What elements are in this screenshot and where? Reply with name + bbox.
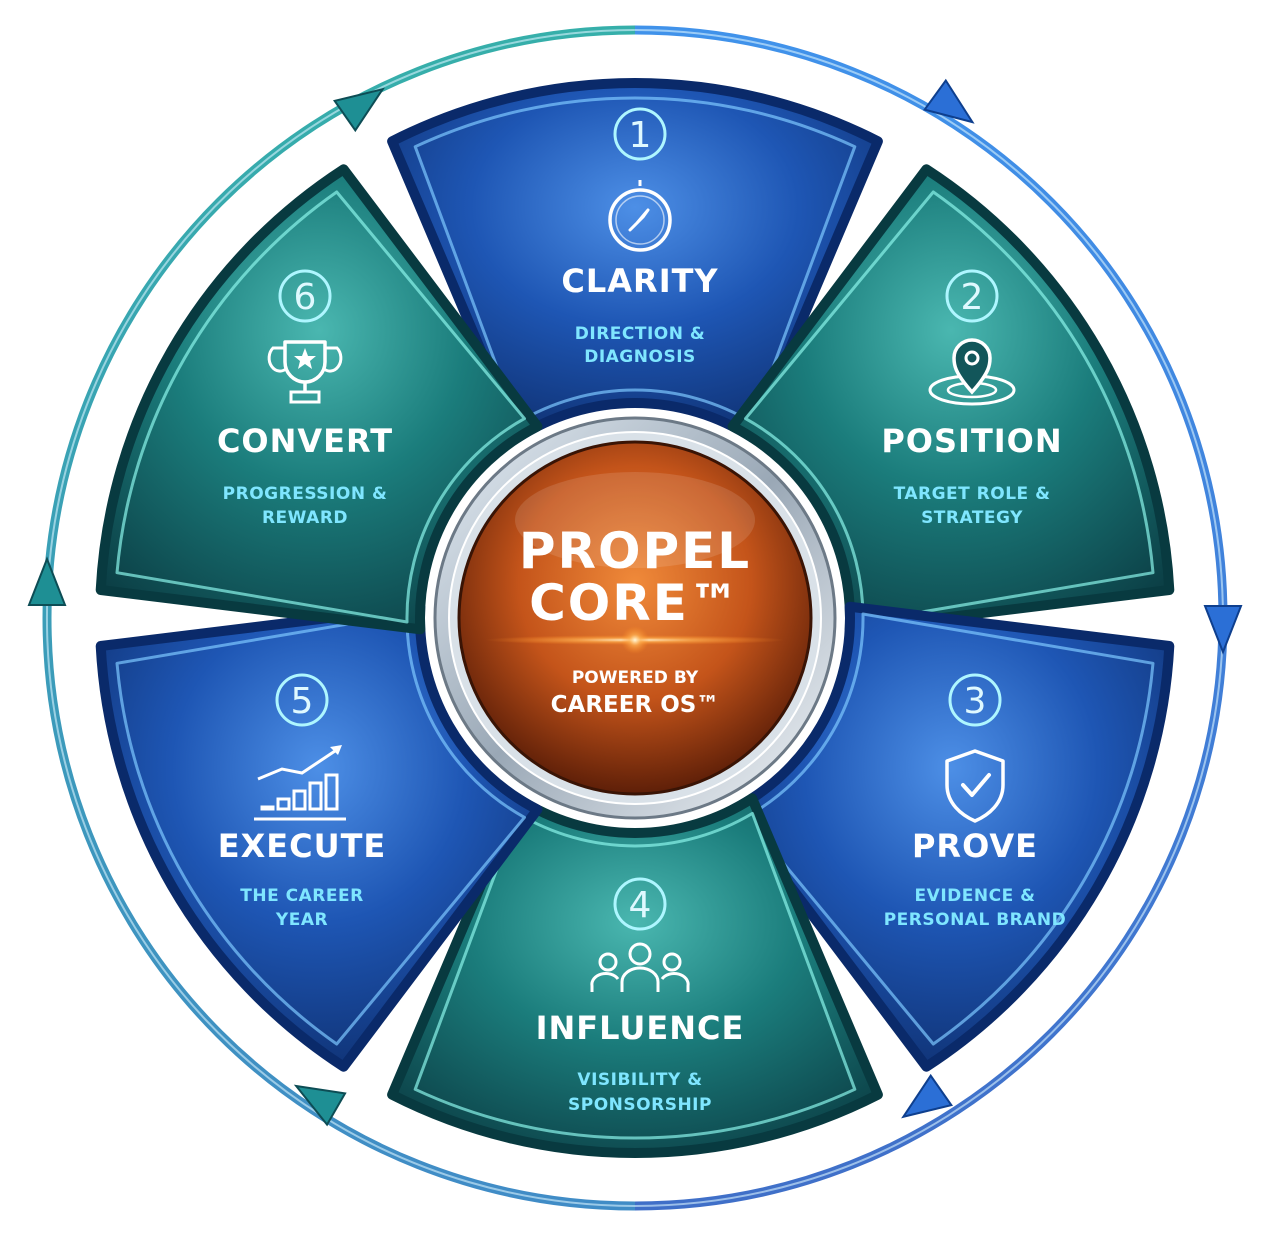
segment-shape (387, 793, 883, 1158)
segment-glow (744, 612, 1155, 1046)
segment-title: CONVERT (217, 422, 393, 460)
segment-glow (115, 190, 526, 624)
segment-subtitle-line2: SPONSORSHIP (568, 1095, 712, 1115)
segment-subtitle-line1: PROGRESSION & (223, 484, 388, 504)
segment-shape (727, 164, 1175, 635)
segment-subtitle-line1: TARGET ROLE & (894, 484, 1051, 504)
step-number: 6 (294, 277, 317, 318)
segment-glow (413, 811, 857, 1140)
segment-title: PROVE (912, 827, 1038, 865)
step-number: 5 (291, 681, 314, 722)
step-number: 3 (964, 681, 987, 722)
cycle-arrow-icon (1203, 605, 1243, 655)
step-number-badge (275, 673, 329, 727)
core-title-line1: PROPEL (519, 522, 751, 580)
segment-shape (387, 78, 883, 443)
step-number-badge (948, 673, 1002, 727)
step-number: 2 (961, 277, 984, 318)
trophy-icon (267, 340, 343, 404)
cycle-arrow-icon (901, 1073, 954, 1119)
segment-title: POSITION (881, 422, 1062, 460)
cycle-ring (27, 25, 1243, 1211)
cycle-arrow-icon (27, 556, 67, 606)
segment-subtitle-line2: PERSONAL BRAND (884, 910, 1067, 930)
segment-subtitle-line1: DIRECTION & (575, 324, 705, 344)
segment-subtitle-line2: YEAR (275, 910, 328, 930)
segment-glow (744, 190, 1155, 624)
segment-shape (95, 601, 543, 1072)
segment-title: EXECUTE (218, 827, 387, 865)
segment-subtitle-line2: DIAGNOSIS (584, 347, 696, 367)
segment-title: CLARITY (561, 262, 718, 300)
segment-glow (115, 612, 526, 1046)
segment-glow (413, 96, 857, 425)
shield-check-icon (945, 749, 1005, 823)
step-number-badge (613, 107, 667, 161)
growth-chart-icon (254, 745, 346, 821)
segment-subtitle-line1: THE CAREER (240, 886, 363, 906)
segment-shape (727, 601, 1175, 1072)
step-number: 1 (629, 115, 652, 156)
step-number-badge (278, 269, 332, 323)
step-number-badge (945, 269, 999, 323)
segment-subtitle-line2: REWARD (262, 508, 348, 528)
people-group-icon (590, 942, 690, 992)
segment-title: INFLUENCE (536, 1009, 745, 1047)
step-number: 4 (629, 885, 652, 926)
core-hub: PROPEL CORE™ POWERED BY CAREER OS™ (433, 416, 837, 820)
segment-subtitle-line2: STRATEGY (921, 508, 1023, 528)
core-subtitle-line2: CAREER OS™ (551, 692, 720, 718)
step-number-badge (613, 877, 667, 931)
cycle-arc-highlight (45, 29, 1224, 1207)
cycle-arrow-icon (293, 1084, 347, 1127)
compass-icon (608, 180, 672, 252)
location-pin-icon (928, 338, 1016, 406)
cycle-arrow-icon (332, 87, 385, 133)
core-title-line2: CORE™ (529, 574, 741, 632)
segment-subtitle-line1: VISIBILITY & (577, 1070, 702, 1090)
core-subtitle-line1: POWERED BY (572, 668, 699, 688)
segment-subtitle-line1: EVIDENCE & (915, 886, 1036, 906)
cycle-arrow-icon (922, 78, 975, 124)
